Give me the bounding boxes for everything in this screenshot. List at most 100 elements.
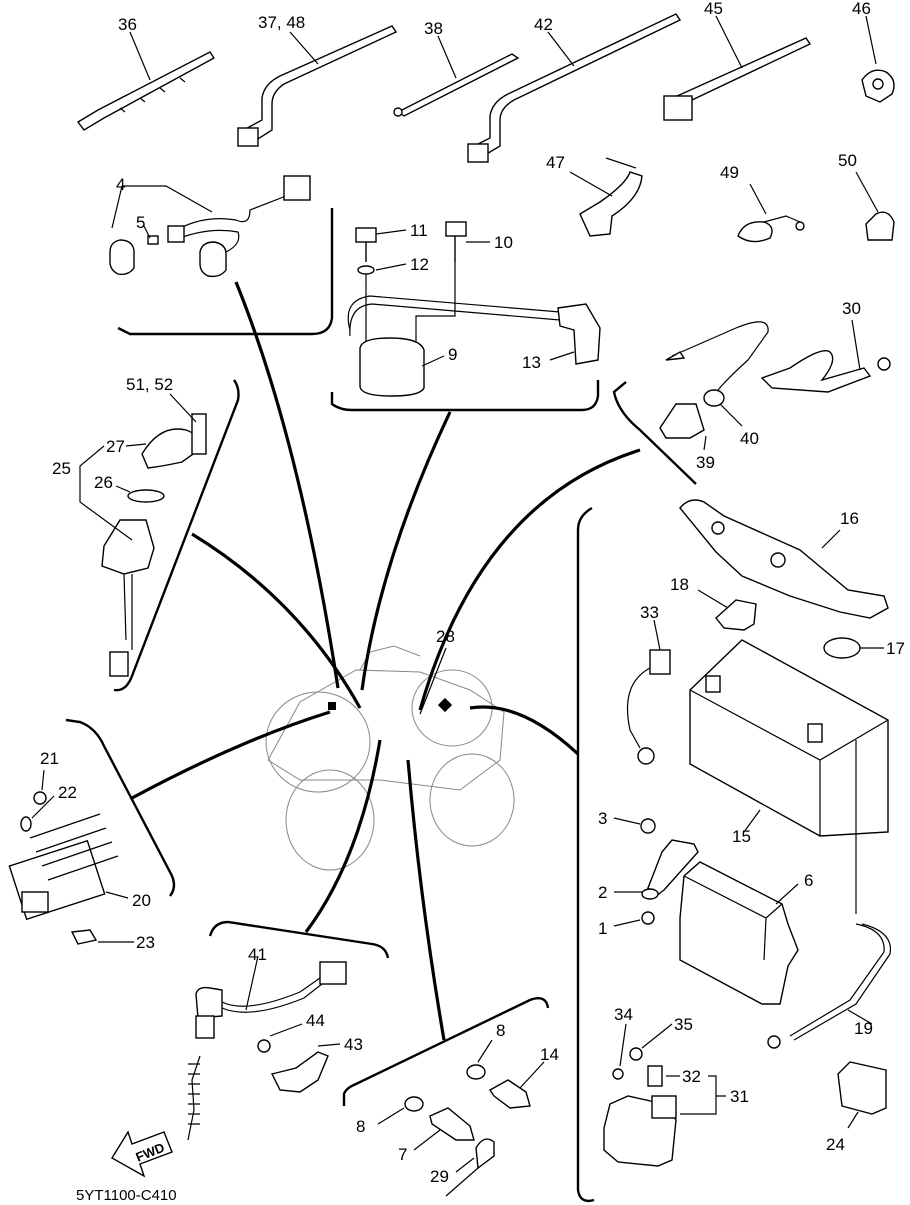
label-26: 26 xyxy=(94,473,113,492)
leader-7 xyxy=(413,1129,441,1151)
leader-27 xyxy=(125,443,147,447)
label-11: 11 xyxy=(410,221,428,240)
drawing-code: 5YT1100-C410 xyxy=(76,1187,177,1204)
label-28: 28 xyxy=(436,627,455,646)
ignition-coil-assembly xyxy=(347,221,601,397)
rectifier-regulator-20 xyxy=(8,791,119,945)
label-24: 24 xyxy=(826,1135,845,1154)
leader-46 xyxy=(865,15,877,65)
forward-arrow-icon: FWD xyxy=(111,1130,173,1178)
label-8-upper: 8 xyxy=(496,1021,505,1040)
leader-34 xyxy=(619,1023,627,1067)
part-labels: 36 37, 48 38 42 45 46 4 5 47 49 50 11 10… xyxy=(40,0,905,1204)
label-40: 40 xyxy=(740,429,759,448)
label-33: 33 xyxy=(640,603,659,622)
label-47: 47 xyxy=(546,153,565,172)
label-45: 45 xyxy=(704,0,723,18)
leader-37-48 xyxy=(289,31,319,65)
switch-7-14-29 xyxy=(404,1064,531,1197)
relay-31-32-34-35 xyxy=(603,1047,677,1167)
label-16: 16 xyxy=(840,509,859,528)
leader-4 xyxy=(111,185,213,229)
leader-39 xyxy=(703,435,707,451)
label-10: 10 xyxy=(494,233,513,252)
label-7: 7 xyxy=(398,1145,407,1164)
label-8-lower: 8 xyxy=(356,1117,365,1136)
label-18: 18 xyxy=(670,575,689,594)
fuse-holder-33 xyxy=(626,649,671,765)
label-12: 12 xyxy=(410,255,429,274)
leader-44 xyxy=(269,1023,303,1037)
label-19: 19 xyxy=(854,1019,873,1038)
cap-17 xyxy=(823,637,861,659)
leader-49 xyxy=(749,183,767,215)
label-32: 32 xyxy=(682,1067,701,1086)
ecu-6 xyxy=(679,861,799,1005)
leader-29 xyxy=(455,1157,475,1173)
leader-11 xyxy=(375,229,407,235)
label-31: 31 xyxy=(730,1087,749,1106)
label-3: 3 xyxy=(598,809,607,828)
leader-9 xyxy=(421,355,445,367)
cable-tie-42 xyxy=(467,13,682,163)
label-49: 49 xyxy=(720,163,739,182)
leader-28 xyxy=(419,647,447,715)
leader-14 xyxy=(519,1061,545,1089)
cable-tie-38 xyxy=(393,53,520,117)
label-4: 4 xyxy=(116,175,125,194)
leader-6 xyxy=(775,883,799,905)
cable-tie-36 xyxy=(76,51,216,131)
leader-12 xyxy=(375,263,407,271)
leader-3 xyxy=(613,817,641,825)
label-44: 44 xyxy=(306,1011,325,1030)
label-35: 35 xyxy=(674,1015,693,1034)
label-14: 14 xyxy=(540,1045,559,1064)
label-22: 22 xyxy=(58,783,77,802)
label-9: 9 xyxy=(448,345,457,364)
leader-19 xyxy=(847,1009,873,1025)
leader-22 xyxy=(31,795,55,819)
label-37-48: 37, 48 xyxy=(258,13,305,32)
label-27: 27 xyxy=(106,437,125,456)
part-4-5-cable-assembly xyxy=(109,175,311,278)
leader-30 xyxy=(851,319,861,371)
label-25: 25 xyxy=(52,459,71,478)
leader-5 xyxy=(143,225,151,239)
leader-36 xyxy=(129,31,151,81)
leader-41 xyxy=(245,955,259,1011)
leader-26 xyxy=(115,485,131,493)
label-36: 36 xyxy=(118,15,137,34)
leader-16 xyxy=(821,529,841,549)
battery-bracket-16 xyxy=(679,499,889,619)
leader-25 xyxy=(79,445,133,541)
label-43: 43 xyxy=(344,1035,363,1054)
label-2: 2 xyxy=(598,883,607,902)
leader-13 xyxy=(549,351,575,361)
battery-cable-19 xyxy=(767,740,892,1049)
leader-50 xyxy=(855,171,879,213)
leader-51-52 xyxy=(169,393,197,423)
leader-15 xyxy=(743,809,761,833)
leader-31 xyxy=(680,1075,726,1115)
label-51-52: 51, 52 xyxy=(126,375,173,394)
main-switch-assembly xyxy=(101,413,207,677)
label-50: 50 xyxy=(838,151,857,170)
label-17: 17 xyxy=(886,639,905,658)
leader-20 xyxy=(105,891,129,899)
label-5: 5 xyxy=(136,213,145,232)
leader-47 xyxy=(569,171,613,197)
label-20: 20 xyxy=(132,891,151,910)
clamp-46 xyxy=(861,69,895,103)
label-38: 38 xyxy=(424,19,443,38)
label-39: 39 xyxy=(696,453,715,472)
bracket-group-9 xyxy=(330,380,600,412)
leader-8b xyxy=(477,1039,493,1063)
leader-42 xyxy=(547,31,575,67)
label-41: 41 xyxy=(248,945,267,964)
bracket-group-8 xyxy=(342,997,550,1106)
bracket-group-41 xyxy=(208,920,390,959)
clip-49 xyxy=(737,215,805,243)
bracket-18 xyxy=(715,599,757,631)
label-23: 23 xyxy=(136,933,155,952)
